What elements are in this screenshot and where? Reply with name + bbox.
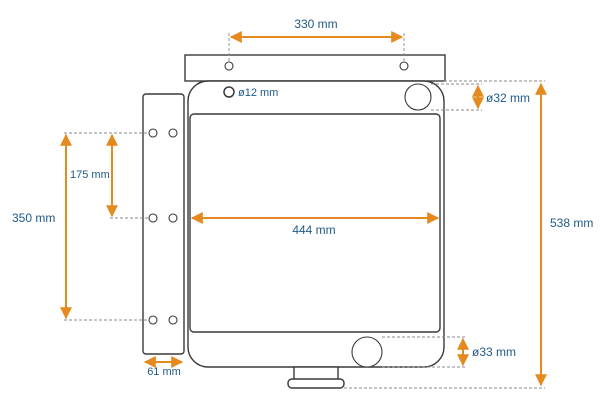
label-top-hole-spacing: 330 mm — [294, 17, 337, 31]
small-hole — [223, 86, 235, 98]
label-bracket-half-spacing: 175 mm — [70, 169, 110, 181]
side-bracket-hole-2b — [168, 213, 178, 223]
label-overall-height: 538 mm — [550, 216, 593, 230]
top-port — [404, 83, 432, 111]
side-mounting-bracket — [142, 93, 185, 355]
side-bracket-hole-3b — [168, 315, 178, 325]
label-bracket-width: 61 mm — [147, 366, 181, 378]
side-bracket-hole-3a — [148, 315, 158, 325]
side-bracket-hole-2a — [148, 213, 158, 223]
side-bracket-hole-1a — [148, 128, 158, 138]
side-bracket-hole-1b — [168, 128, 178, 138]
drain-fitting-base — [287, 378, 345, 389]
label-core-width: 444 mm — [292, 223, 335, 237]
label-top-port-diameter: ø32 mm — [486, 91, 530, 105]
label-bracket-full-spacing: 350 mm — [12, 211, 55, 225]
top-bracket-hole-right — [399, 61, 409, 71]
label-small-hole-diameter: ø12 mm — [238, 87, 278, 99]
top-bracket-hole-left — [224, 61, 234, 71]
label-bottom-port-diameter: ø33 mm — [472, 345, 516, 359]
bottom-port — [351, 336, 383, 368]
drain-fitting-stem — [293, 366, 339, 381]
